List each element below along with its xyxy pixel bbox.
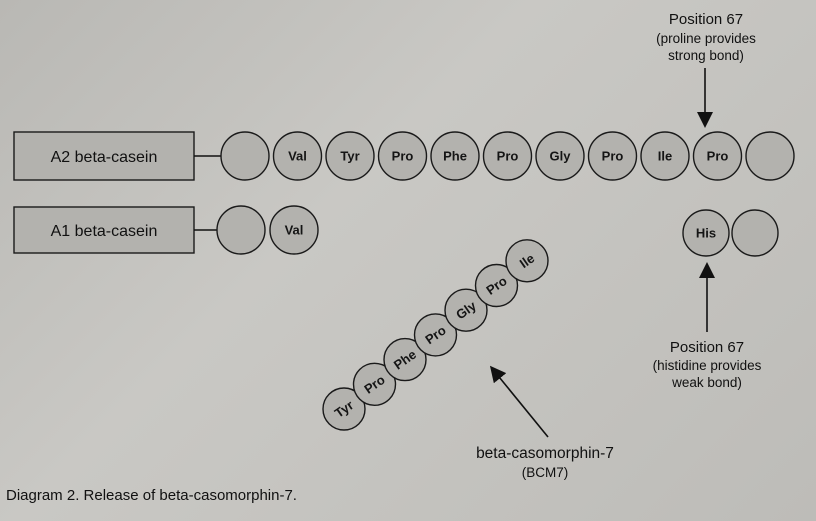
- residue-ile: Ile: [640, 131, 690, 181]
- residue-circle: [269, 205, 319, 255]
- residue-phe: Phe: [383, 337, 427, 382]
- residue-label: Tyr: [340, 149, 359, 164]
- residue-circle: [430, 131, 480, 181]
- residue-empty: [220, 131, 270, 181]
- a1-chain: A1 beta-casein Val His: [13, 205, 779, 257]
- residue-label: Phe: [443, 149, 467, 164]
- pos67-bottom-line3: weak bond): [671, 375, 742, 390]
- residue-circle: [383, 337, 427, 382]
- pos67-bottom-line1: Position 67: [670, 339, 744, 356]
- residue-empty: [745, 131, 795, 181]
- a2-residue-row: Val Tyr Pro Phe Pro Gly Pro Ile Pro: [220, 131, 795, 181]
- residue-label: Val: [285, 223, 304, 238]
- residue-pro: Pro: [587, 131, 638, 181]
- position67-top-annotation: Position 67 (proline provides strong bon…: [656, 11, 756, 128]
- residue-circle: [322, 387, 366, 431]
- bcm7-abbrev: (BCM7): [522, 465, 569, 480]
- residue-phe: Phe: [430, 131, 480, 181]
- residue-circle: [587, 131, 638, 181]
- pos67-top-line3: strong bond): [668, 48, 744, 63]
- residue-circle: [413, 313, 458, 357]
- residue-label: His: [696, 226, 716, 241]
- bcm7-annotation: beta-casomorphin-7 (BCM7): [476, 365, 614, 480]
- residue-label: Gly: [550, 149, 572, 164]
- residue-empty: [731, 209, 779, 257]
- a1-label-box: [13, 206, 195, 254]
- residue-circle: [482, 131, 533, 181]
- residue-circle: [216, 205, 266, 255]
- residue-pro: Pro: [352, 362, 397, 406]
- residue-circle: [474, 263, 519, 308]
- residue-pro: Pro: [692, 131, 743, 181]
- residue-empty: [216, 205, 266, 255]
- residue-gly: Gly: [444, 288, 488, 332]
- residue-circle: [220, 131, 270, 181]
- residue-label: Pro: [602, 149, 624, 164]
- residue-label: Pro: [392, 149, 414, 164]
- diagonal-arrow-icon: [489, 365, 549, 438]
- a1-label: A1 beta-casein: [51, 223, 158, 240]
- residue-tyr: Tyr: [325, 131, 375, 181]
- residue-label: Ile: [517, 251, 537, 272]
- residue-circle: [745, 131, 795, 181]
- residue-circle: [505, 239, 549, 283]
- residue-circle: [325, 131, 375, 181]
- position67-bottom-annotation: Position 67 (histidine provides weak bon…: [653, 262, 762, 390]
- residue-gly: Gly: [535, 131, 585, 181]
- residue-circle: [640, 131, 690, 181]
- residue-label: Ile: [658, 149, 672, 164]
- residue-circle: [272, 131, 323, 181]
- residue-circle: [682, 209, 730, 257]
- pos67-top-line1: Position 67: [669, 11, 743, 28]
- residue-circle: [731, 209, 779, 257]
- bcm7-label: beta-casomorphin-7: [476, 445, 614, 462]
- residue-pro: Pro: [413, 313, 458, 357]
- a1-residue-row: Val: [216, 205, 319, 255]
- residue-val: Val: [269, 205, 319, 255]
- residue-circle: [444, 288, 488, 332]
- residue-label: Val: [288, 149, 307, 164]
- pos67-bottom-line2: (histidine provides: [653, 358, 762, 373]
- residue-his: His: [682, 209, 730, 257]
- residue-circle: [377, 131, 428, 181]
- a2-label-box: [13, 131, 195, 181]
- residue-pro: Pro: [377, 131, 428, 181]
- a1-his-residue-row: His: [682, 209, 779, 257]
- residue-pro: Pro: [482, 131, 533, 181]
- residue-circle: [535, 131, 585, 181]
- residue-circle: [692, 131, 743, 181]
- residue-ile: Ile: [505, 239, 549, 283]
- a2-label: A2 beta-casein: [51, 149, 158, 166]
- diagram-caption: Diagram 2. Release of beta-casomorphin-7…: [6, 487, 297, 504]
- a2-chain: A2 beta-casein Val Tyr Pro Phe Pro Gly Pro Ile P…: [13, 131, 795, 181]
- residue-tyr: Tyr: [322, 387, 366, 431]
- residue-label: Pro: [707, 149, 729, 164]
- residue-label: Pro: [497, 149, 519, 164]
- residue-val: Val: [272, 131, 323, 181]
- residue-pro: Pro: [474, 263, 519, 308]
- pos67-top-line2: (proline provides: [656, 31, 756, 46]
- residue-circle: [352, 362, 397, 406]
